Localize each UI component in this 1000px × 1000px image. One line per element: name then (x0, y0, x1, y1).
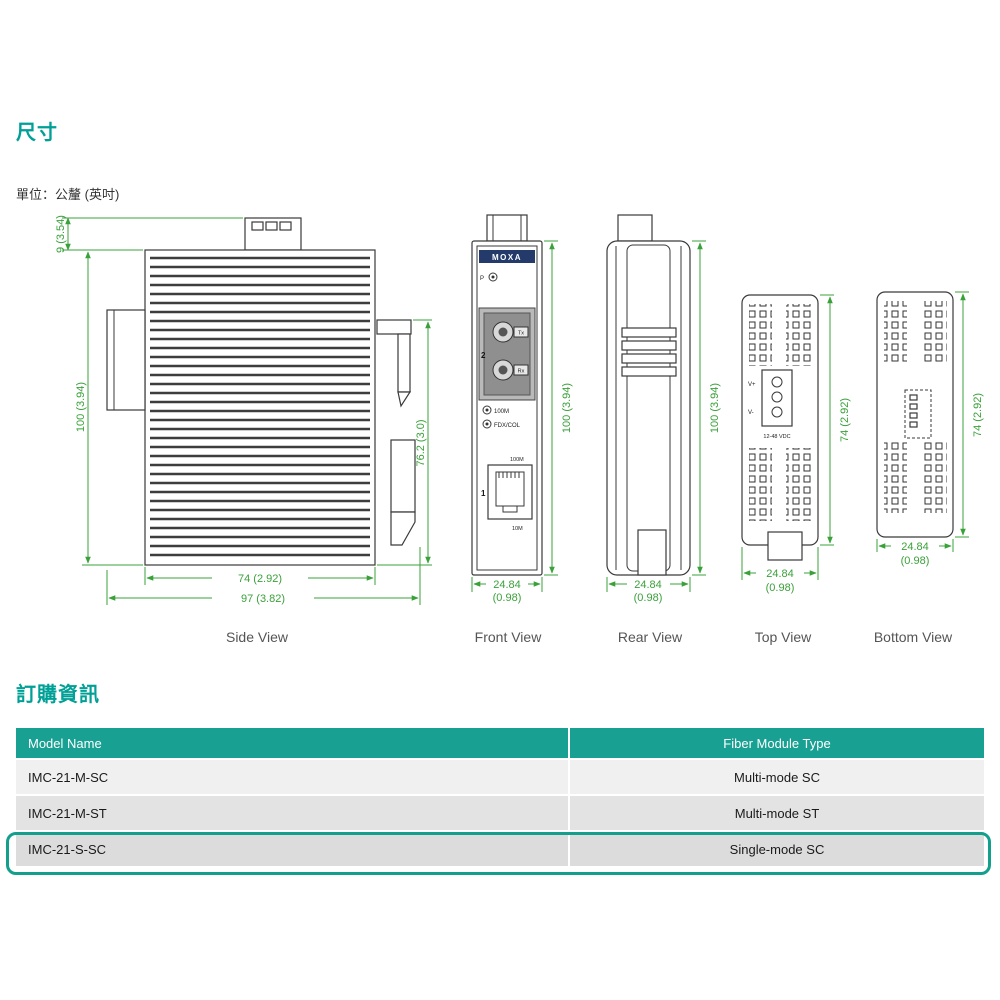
dim-bottom-height: 74 (2.92) (972, 393, 984, 437)
dim-side-rail: 76.2 (3.0) (415, 419, 427, 466)
fiber-type-cell: Multi-mode ST (734, 805, 820, 821)
terminal-vminus-label: V- (748, 410, 754, 416)
ordering-table: Model Name Fiber Module Type IMC-21-M-SC… (16, 728, 984, 866)
rear-view-label: Rear View (618, 629, 683, 645)
dim-rear-width-in: (0.98) (634, 592, 663, 604)
led-fdx-icon (482, 419, 492, 429)
model-name-cell: IMC-21-M-ST (28, 805, 107, 821)
side-view-drawing (106, 217, 416, 566)
dim-top-width-in: (0.98) (766, 582, 795, 594)
table-header-row: Model Name Fiber Module Type (16, 728, 984, 758)
dim-side-depth: 97 (3.82) (241, 593, 285, 605)
dim-front-width-mm: 24.84 (493, 579, 521, 591)
column-divider (568, 796, 570, 830)
unit-note: 單位：公釐 (英吋) (16, 187, 120, 202)
moxa-logo-text: MOXA (492, 253, 522, 262)
terminal-block (761, 369, 793, 427)
rj45-10m-label: 10M (512, 526, 523, 532)
top-view-dimensions: 74 (2.92) 24.84 (0.98) (741, 294, 851, 594)
dimension-drawings: 9 (3.54) 100 (3.94) 76.2 (3.0) 74 (2.92)… (55, 214, 984, 645)
column-divider (568, 760, 570, 794)
tx-label: Tx (518, 331, 524, 337)
power-led-icon (488, 272, 498, 282)
dim-side-width: 74 (2.92) (238, 573, 282, 585)
bottom-view-dimensions: 74 (2.92) 24.84 (0.98) (876, 291, 984, 567)
front-view-drawing: MOXA P Tx Rx 2 100M FDX/COL 100M 1 10M (471, 214, 543, 576)
fiber-type-cell: Multi-mode SC (734, 769, 820, 785)
bottom-view-drawing (876, 291, 954, 538)
bottom-view-label: Bottom View (874, 629, 953, 645)
dim-rear-height: 100 (3.94) (709, 383, 721, 433)
front-view-label: Front View (475, 629, 543, 645)
fiber-port-number: 2 (481, 351, 486, 360)
ordering-heading: 訂購資訊 (16, 684, 100, 706)
led-100m-icon (482, 405, 492, 415)
moxa-logo-box (479, 250, 535, 263)
table-row-highlighted: IMC-21-S-SC Single-mode SC (16, 830, 984, 866)
fiber-type-cell: Single-mode SC (729, 841, 825, 857)
dim-front-width-in: (0.98) (493, 592, 522, 604)
rj45-port-number: 1 (481, 489, 486, 498)
dim-side-top: 9 (3.54) (55, 215, 67, 253)
dim-top-height: 74 (2.92) (839, 398, 851, 442)
column-header-model: Model Name (28, 735, 102, 751)
dim-bottom-width-mm: 24.84 (901, 541, 929, 553)
model-name-cell: IMC-21-S-SC (28, 841, 107, 857)
led-fdx-label: FDX/COL (494, 423, 521, 429)
terminal-vdc-label: 12-48 VDC (763, 434, 790, 440)
front-view-dimensions: 100 (3.94) 24.84 (0.98) (471, 240, 573, 604)
dim-top-width-mm: 24.84 (766, 568, 794, 580)
dim-bottom-width-in: (0.98) (901, 555, 930, 567)
rear-view-dimensions: 100 (3.94) 24.84 (0.98) (606, 240, 721, 604)
column-header-fiber: Fiber Module Type (723, 735, 831, 751)
dim-side-height: 100 (3.94) (75, 382, 87, 432)
side-view-dimensions: 9 (3.54) 100 (3.94) 76.2 (3.0) 74 (2.92)… (55, 215, 432, 605)
rj45-port (487, 464, 533, 520)
led-100m-label: 100M (494, 409, 509, 415)
dimensions-heading: 尺寸 (16, 122, 58, 144)
table-row: IMC-21-M-ST Multi-mode ST (16, 794, 984, 830)
dip-switch-area (904, 389, 932, 439)
led-p-label: P (480, 276, 484, 282)
column-divider (568, 728, 570, 758)
model-name-cell: IMC-21-M-SC (28, 769, 109, 785)
top-view-drawing: V+ V- 12-48 VDC (741, 294, 819, 561)
terminal-vplus-label: V+ (748, 382, 756, 388)
rj45-100m-label: 100M (510, 457, 524, 463)
dim-rear-width-mm: 24.84 (634, 579, 662, 591)
top-view-label: Top View (755, 629, 812, 645)
rx-label: Rx (518, 369, 525, 375)
side-view-label: Side View (226, 629, 289, 645)
rear-view-drawing (606, 214, 691, 576)
column-divider (568, 832, 570, 866)
dim-front-height: 100 (3.94) (561, 383, 573, 433)
table-row: IMC-21-M-SC Multi-mode SC (16, 758, 984, 794)
